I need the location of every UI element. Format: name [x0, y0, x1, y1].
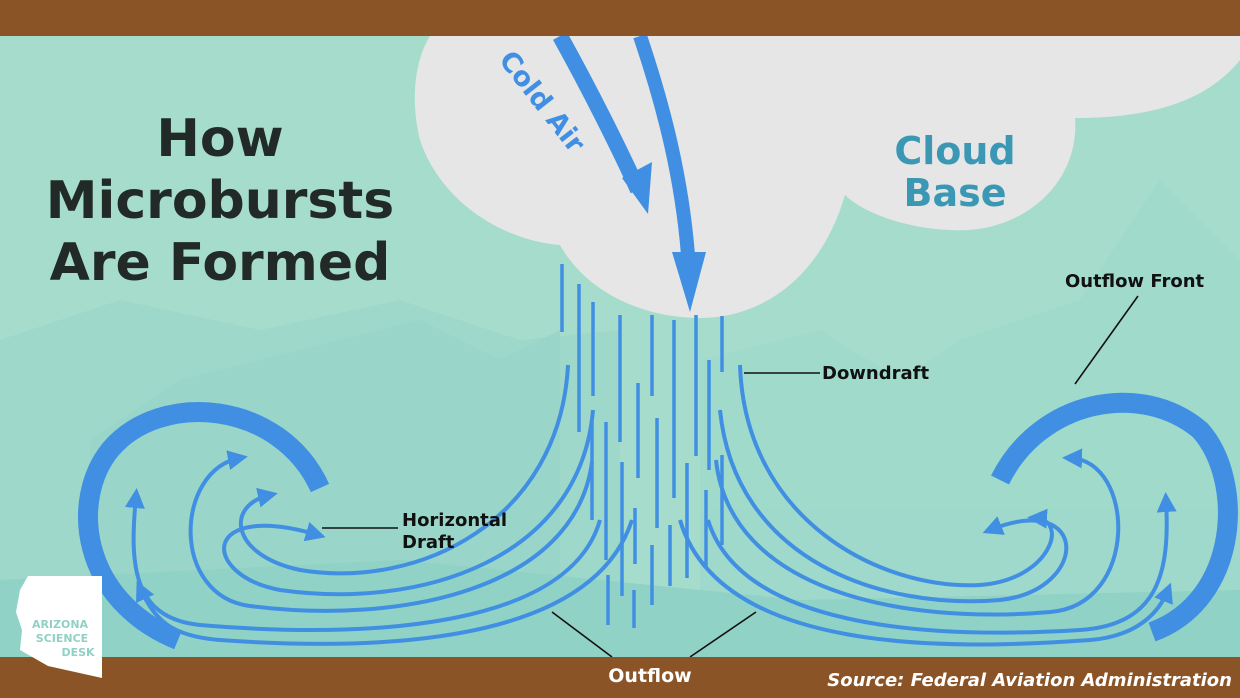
arizona-state-icon — [16, 576, 102, 678]
outflow-front-leader — [1074, 295, 1139, 385]
cloud — [414, 36, 1240, 318]
logo-line2: SCIENCE — [36, 632, 88, 645]
bottom-frame-bar — [0, 657, 1240, 698]
horizontal-draft-label-line1: Horizontal — [402, 510, 507, 531]
outflow-leader-left — [551, 611, 613, 658]
downdraft-label: Downdraft — [822, 363, 929, 384]
title-line3: Are Formed — [50, 233, 391, 293]
leader-lines — [322, 295, 1139, 658]
left-outflow-streamlines — [124, 364, 634, 646]
cloud-base-label-line2: Base — [904, 171, 1007, 215]
logo-line1: ARIZONA — [32, 618, 89, 631]
cold-air-arrows — [553, 32, 706, 312]
horizontal-draft-label-line2: Draft — [402, 532, 455, 553]
source-credit: Source: Federal Aviation Administration — [827, 670, 1232, 691]
left-outflow-front — [78, 402, 330, 650]
arizona-science-desk-logo: ARIZONA SCIENCE DESK — [16, 576, 102, 678]
title-line1: How — [156, 109, 283, 169]
right-outflow-front — [991, 392, 1238, 642]
right-outflow-streamlines — [678, 364, 1177, 647]
outflow-front-label: Outflow Front — [1065, 271, 1205, 292]
logo-line3: DESK — [61, 646, 95, 659]
outflow-label: Outflow — [608, 665, 691, 687]
title-line2: Microbursts — [46, 171, 394, 231]
cloud-base-label-line1: Cloud — [894, 129, 1015, 173]
downdraft-streaks — [560, 264, 724, 628]
page-title: How Microbursts Are Formed — [46, 109, 394, 293]
top-frame-bar — [0, 0, 1240, 36]
arrowhead-icon — [672, 252, 706, 312]
outflow-leader-right — [689, 611, 757, 658]
arrowhead-icon — [622, 162, 652, 214]
cold-air-arrow-2 — [633, 33, 695, 256]
